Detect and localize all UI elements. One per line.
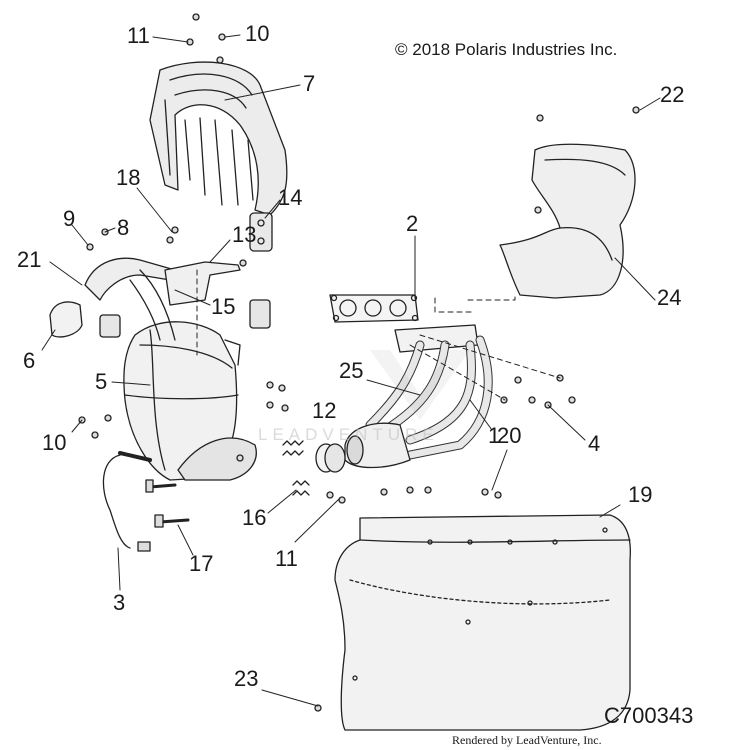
callout-16: 16 xyxy=(242,505,267,530)
watermark-logo xyxy=(330,330,510,440)
callout-20: 20 xyxy=(497,423,522,448)
callout-11: 11 xyxy=(127,23,150,48)
callout-22: 22 xyxy=(660,82,685,107)
part-15-isolator xyxy=(99,299,271,338)
part-16-springs xyxy=(282,440,310,496)
callout-5: 5 xyxy=(95,369,108,394)
part-1-exhaust-header xyxy=(344,324,493,469)
rendered-by-credit: Rendered by LeadVenture, Inc. xyxy=(452,733,602,747)
callout-11-lower: 11 xyxy=(275,546,298,571)
callout-6: 6 xyxy=(23,348,36,373)
callout-14: 14 xyxy=(278,185,303,210)
callout-4: 4 xyxy=(588,431,601,456)
assembly-lines xyxy=(196,269,561,401)
part-14-isolator xyxy=(249,212,273,252)
callout-9: 9 xyxy=(63,206,76,231)
callout-10-lower: 10 xyxy=(42,430,67,455)
part-2-gasket xyxy=(329,294,419,323)
callout-18: 18 xyxy=(116,165,141,190)
callout-24: 24 xyxy=(657,285,682,310)
callout-17: 17 xyxy=(189,551,214,576)
leader-lines xyxy=(41,34,661,707)
callout-21: 21 xyxy=(17,247,42,272)
part-19-heat-shield xyxy=(334,514,631,731)
part-24-heat-shield xyxy=(499,143,636,299)
fasteners xyxy=(78,13,640,712)
part-17-bolt xyxy=(145,479,190,528)
callout-25: 25 xyxy=(339,358,364,383)
callout-15: 15 xyxy=(211,294,236,319)
callout-10: 10 xyxy=(245,21,270,46)
figure-code: C700343 xyxy=(604,703,694,728)
callout-1: 1 xyxy=(488,423,501,448)
callout-12: 12 xyxy=(312,398,337,423)
callout-2: 2 xyxy=(406,211,419,236)
callout-8: 8 xyxy=(117,215,130,240)
callout-23: 23 xyxy=(234,666,259,691)
callout-3: 3 xyxy=(113,590,126,615)
callout-19: 19 xyxy=(628,482,653,507)
part-5-muffler xyxy=(123,321,257,481)
callout-7: 7 xyxy=(303,71,316,96)
callout-13: 13 xyxy=(232,222,257,247)
part-6-tip xyxy=(49,301,83,338)
part-7-heat-shield xyxy=(149,61,288,216)
copyright-notice: © 2018 Polaris Industries Inc. xyxy=(395,40,618,59)
part-3-o2-sensor xyxy=(102,451,152,552)
part-12-sleeve xyxy=(315,443,346,473)
watermark-text: LEADVENTURE xyxy=(258,425,439,444)
